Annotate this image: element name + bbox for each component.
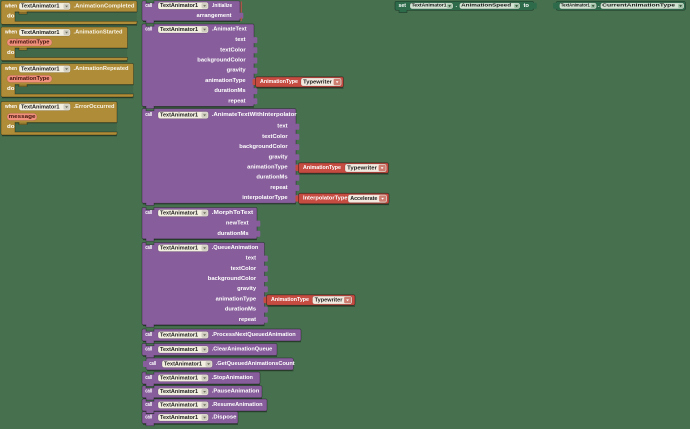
svg-text:call: call — [145, 210, 152, 216]
svg-text:TextAnimator1: TextAnimator1 — [412, 3, 447, 9]
svg-text:AnimationType: AnimationType — [260, 79, 299, 85]
svg-text:backgroundColor: backgroundColor — [197, 58, 246, 64]
svg-text:call: call — [145, 27, 152, 33]
svg-text:do: do — [7, 50, 15, 56]
svg-text:backgroundColor: backgroundColor — [239, 144, 288, 150]
svg-text:AnimationType: AnimationType — [271, 297, 310, 303]
svg-text:textColor: textColor — [220, 47, 246, 53]
svg-text:TextAnimator1: TextAnimator1 — [160, 3, 198, 9]
svg-text:TextAnimator1: TextAnimator1 — [160, 245, 198, 251]
svg-text:animationType: animationType — [216, 296, 257, 302]
svg-text:durationMs: durationMs — [225, 307, 256, 313]
svg-text:.: . — [598, 3, 600, 9]
svg-text:durationMs: durationMs — [214, 88, 245, 94]
svg-text:message: message — [9, 114, 36, 120]
svg-text:durationMs: durationMs — [256, 175, 287, 181]
svg-text:animationType: animationType — [205, 78, 246, 84]
svg-text:newText: newText — [226, 221, 249, 227]
svg-text:.ClearAnimationQueue: .ClearAnimationQueue — [212, 347, 273, 353]
svg-text:TextAnimator1: TextAnimator1 — [21, 104, 60, 110]
svg-text:repeat: repeat — [270, 185, 287, 191]
svg-text:.AnimateTextWithInterpolator: .AnimateTextWithInterpolator — [212, 112, 298, 118]
svg-text:when: when — [4, 30, 17, 36]
svg-text:call: call — [145, 347, 152, 353]
svg-text:call: call — [145, 112, 152, 118]
svg-text:text: text — [246, 256, 256, 262]
svg-text:TextAnimator1: TextAnimator1 — [164, 361, 202, 367]
svg-text:gravity: gravity — [237, 286, 257, 292]
svg-text:do: do — [7, 86, 15, 92]
svg-text:textColor: textColor — [262, 134, 288, 140]
svg-text:call: call — [145, 389, 152, 395]
svg-text:.AnimateText: .AnimateText — [212, 27, 247, 33]
svg-text:.StopAnimation: .StopAnimation — [212, 375, 254, 381]
svg-text:call: call — [145, 332, 152, 338]
svg-text:.ProcessNextQueuedAnimation: .ProcessNextQueuedAnimation — [212, 332, 296, 338]
svg-text:do: do — [7, 14, 15, 20]
svg-text:TextAnimator1: TextAnimator1 — [561, 3, 590, 9]
svg-text:to: to — [524, 3, 530, 9]
svg-text:TextAnimator1: TextAnimator1 — [21, 30, 60, 36]
svg-text:interpolatorType: interpolatorType — [242, 195, 288, 201]
svg-text:.Initialize: .Initialize — [212, 3, 233, 9]
svg-text:.AnimationRepeated: .AnimationRepeated — [74, 66, 129, 72]
svg-text:InterpolatorType: InterpolatorType — [303, 196, 348, 202]
svg-text:gravity: gravity — [227, 68, 247, 74]
svg-text:when: when — [4, 66, 17, 72]
svg-text:animationType: animationType — [10, 39, 50, 45]
svg-text:arrangement: arrangement — [196, 13, 231, 19]
svg-text:gravity: gravity — [269, 154, 289, 160]
svg-text:TextAnimator1: TextAnimator1 — [160, 112, 198, 118]
svg-text:when: when — [4, 104, 17, 110]
svg-text:TextAnimator1: TextAnimator1 — [160, 389, 198, 395]
svg-text:Typewriter: Typewriter — [303, 79, 333, 85]
svg-text:TextAnimator1: TextAnimator1 — [21, 66, 60, 72]
svg-text:TextAnimator1: TextAnimator1 — [160, 332, 198, 338]
svg-text:call: call — [145, 375, 152, 381]
svg-text:AnimationSpeed: AnimationSpeed — [461, 3, 511, 9]
svg-text:animationType: animationType — [247, 165, 288, 171]
svg-text:call: call — [145, 402, 152, 408]
svg-text:.PauseAnimation: .PauseAnimation — [212, 389, 260, 395]
svg-text:.ResumeAnimation: .ResumeAnimation — [212, 402, 263, 408]
svg-text:TextAnimator1: TextAnimator1 — [160, 415, 198, 421]
svg-text:.: . — [456, 3, 458, 9]
svg-text:TextAnimator1: TextAnimator1 — [160, 402, 198, 408]
svg-text:AnimationType: AnimationType — [303, 165, 342, 171]
svg-text:TextAnimator1: TextAnimator1 — [160, 347, 198, 353]
svg-text:call: call — [145, 245, 152, 251]
svg-text:durationMs: durationMs — [217, 231, 248, 237]
svg-text:textColor: textColor — [231, 266, 257, 272]
svg-text:TextAnimator1: TextAnimator1 — [160, 375, 198, 381]
svg-text:do: do — [7, 124, 15, 130]
svg-text:.AnimationStarted: .AnimationStarted — [74, 30, 123, 36]
svg-text:Typewriter: Typewriter — [347, 165, 378, 171]
svg-text:TextAnimator1: TextAnimator1 — [21, 4, 60, 10]
svg-text:.GetQueuedAnimationsCount: .GetQueuedAnimationsCount — [216, 361, 295, 367]
svg-text:backgroundColor: backgroundColor — [208, 276, 257, 282]
svg-text:.QueueAnimation: .QueueAnimation — [212, 245, 259, 251]
svg-text:call: call — [145, 415, 152, 421]
svg-text:set: set — [399, 3, 407, 9]
svg-text:CurrentAnimationType: CurrentAnimationType — [602, 3, 675, 9]
svg-text:animationType: animationType — [10, 76, 50, 82]
svg-text:repeat: repeat — [239, 317, 256, 323]
svg-text:.MorphToText: .MorphToText — [212, 210, 254, 216]
svg-text:TextAnimator1: TextAnimator1 — [160, 210, 198, 216]
svg-text:.Dispose: .Dispose — [212, 415, 238, 421]
svg-text:when: when — [4, 3, 17, 9]
svg-text:call: call — [149, 361, 156, 367]
svg-text:repeat: repeat — [228, 98, 245, 104]
svg-text:text: text — [235, 37, 245, 43]
svg-text:call: call — [145, 3, 152, 9]
svg-text:.ErrorOccurred: .ErrorOccurred — [74, 104, 115, 110]
svg-text:TextAnimator1: TextAnimator1 — [160, 27, 198, 33]
svg-text:Typewriter: Typewriter — [315, 297, 344, 303]
svg-text:Accelerate: Accelerate — [350, 196, 377, 202]
svg-text:.AnimationCompleted: .AnimationCompleted — [74, 3, 135, 9]
svg-text:text: text — [277, 124, 287, 130]
